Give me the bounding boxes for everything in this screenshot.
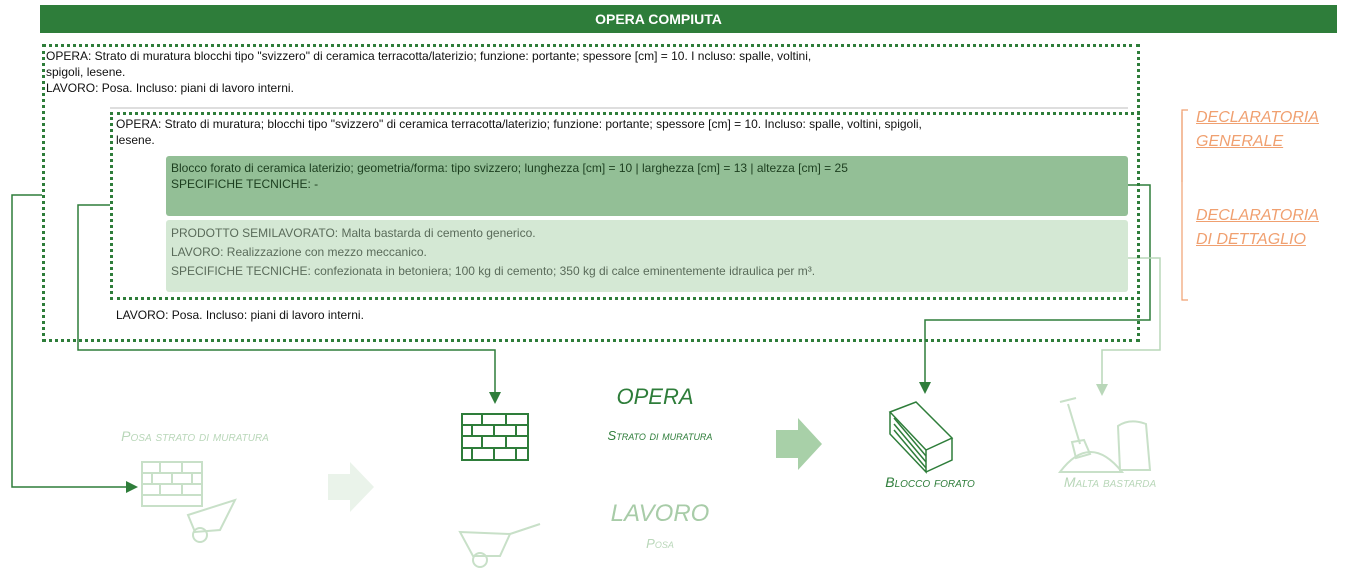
inner-line-1: OPERA: Strato di muratura; blocchi tipo … [116, 117, 922, 131]
arrow-right-icon-faint [328, 462, 374, 512]
bracket-detail [1181, 109, 1188, 301]
brick-wall-icon [461, 413, 529, 461]
block-spec-box: Blocco forato di ceramica laterizio; geo… [166, 156, 1128, 216]
blocco-label: Blocco forato [885, 474, 975, 490]
detail-label-1: DECLARATORIA [1196, 207, 1319, 224]
line-to-malta [1096, 257, 1161, 396]
arrow-right-icon [776, 418, 822, 470]
inner-line-2: lesene. [116, 133, 155, 147]
line-to-posa [11, 194, 138, 493]
mortar-line-2: LAVORO: Realizzazione con mezzo meccanic… [171, 245, 427, 259]
line-to-blocco [919, 184, 1151, 394]
outer-bottom-line: LAVORO: Posa. Incluso: piani di lavoro i… [116, 308, 364, 322]
brick-wheelbarrow-icon [141, 461, 237, 543]
general-label-2: GENERALE [1196, 133, 1284, 150]
outer-line-1: OPERA: Strato di muratura blocchi tipo "… [46, 49, 812, 63]
inner-text: OPERA: Strato di muratura; blocchi tipo … [116, 116, 1136, 148]
detail-label-2: DI DETTAGLIO [1196, 231, 1306, 248]
declaratoria-dettaglio: DECLARATORIA DI DETTAGLIO [1196, 204, 1319, 252]
outer-line-2: spigoli, lesene. [46, 65, 126, 79]
hollow-block-icon [888, 401, 954, 474]
block-line-2: SPECIFICHE TECNICHE: - [171, 177, 319, 191]
header-title: OPERA COMPIUTA [595, 11, 722, 27]
declaratoria-generale: DECLARATORIA GENERALE [1196, 106, 1319, 154]
mortar-line-1: PRODOTTO SEMILAVORATO: Malta bastarda di… [171, 226, 536, 240]
strato-label: Strato di muratura [607, 428, 713, 443]
mortar-line-3: SPECIFICHE TECNICHE: confezionata in bet… [171, 264, 816, 278]
general-label-1: DECLARATORIA [1196, 109, 1319, 126]
mortar-spec-box: PRODOTTO SEMILAVORATO: Malta bastarda di… [166, 220, 1128, 292]
inner-dotted-box [110, 112, 1140, 300]
posa-label: Posa [646, 536, 674, 551]
line-to-opera [77, 204, 501, 404]
block-line-1: Blocco forato di ceramica laterizio; geo… [171, 161, 848, 175]
outer-text: OPERA: Strato di muratura blocchi tipo "… [46, 48, 1126, 96]
posa-strato-label: Posa strato di muratura [121, 428, 269, 444]
shovel-sand-bag-icon [1057, 397, 1152, 473]
header-bar: OPERA COMPIUTA [40, 5, 1337, 33]
malta-label: Malta bastarda [1063, 474, 1157, 490]
lavoro-label: LAVORO [610, 500, 710, 527]
opera-label: OPERA [616, 384, 694, 409]
wheelbarrow-icon [458, 523, 541, 568]
outer-line-3: LAVORO: Posa. Incluso: piani di lavoro i… [46, 81, 294, 95]
